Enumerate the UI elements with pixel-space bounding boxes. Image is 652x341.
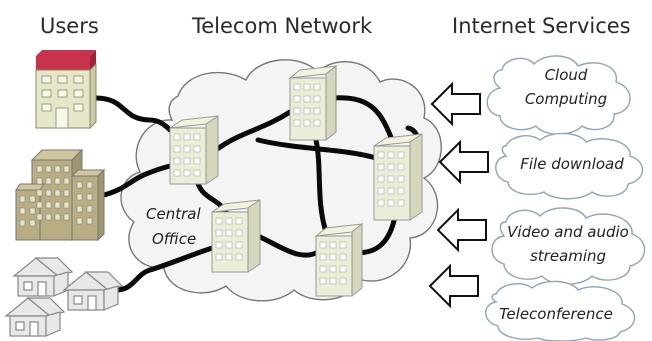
link-user-apartments (97, 163, 173, 199)
service-teleconference: Teleconference (485, 280, 636, 341)
central-office-label-line-2: Office (152, 230, 196, 248)
network-building-bottom-left (211, 199, 261, 273)
service-label-line-2: Computing (525, 90, 607, 108)
arrow-left-icon (430, 81, 481, 127)
service-video-audio-streaming: Video and audio streaming (491, 207, 646, 285)
arrow-left-icon (428, 263, 479, 309)
service-file-download: File download (495, 132, 644, 200)
service-cloud-computing: Cloud Computing (486, 55, 631, 135)
user-houses-icon (4, 257, 124, 337)
header-users: Users (40, 14, 99, 38)
arrow-left-icon (436, 207, 487, 253)
link-building-4-to-building-5 (255, 233, 321, 258)
service-label: File download (520, 155, 624, 173)
link-building-2-to-building-5 (329, 95, 395, 143)
link-building-3-to-building-6 (255, 137, 379, 161)
service-label-line-2: streaming (530, 247, 606, 265)
central-office-label-line-1: Central (146, 205, 201, 223)
cloud-shape (486, 55, 631, 135)
service-label-line-1: Cloud (545, 66, 588, 84)
link-user-houses (113, 245, 215, 293)
user-small-building-icon (35, 50, 97, 130)
cloud-shape (485, 280, 636, 341)
network-building-bottom-right (314, 222, 364, 298)
user-apartment-towers-icon (15, 148, 106, 242)
service-label-line-1: Video and audio (507, 223, 629, 241)
header-internet-services: Internet Services (452, 14, 631, 38)
link-user-house-top (93, 95, 173, 133)
central-office-building (169, 115, 219, 185)
house-icon (4, 297, 66, 337)
cloud-shape (495, 132, 644, 200)
service-label: Teleconference (499, 305, 613, 323)
house-icon (12, 257, 74, 297)
arrow-left-icon (438, 139, 489, 185)
house-icon (62, 271, 124, 311)
cloud-shape (491, 207, 646, 285)
network-building-right (373, 133, 423, 221)
header-telecom-network: Telecom Network (191, 14, 373, 38)
network-building-top (288, 64, 338, 142)
link-central-to-building-2 (213, 109, 293, 153)
